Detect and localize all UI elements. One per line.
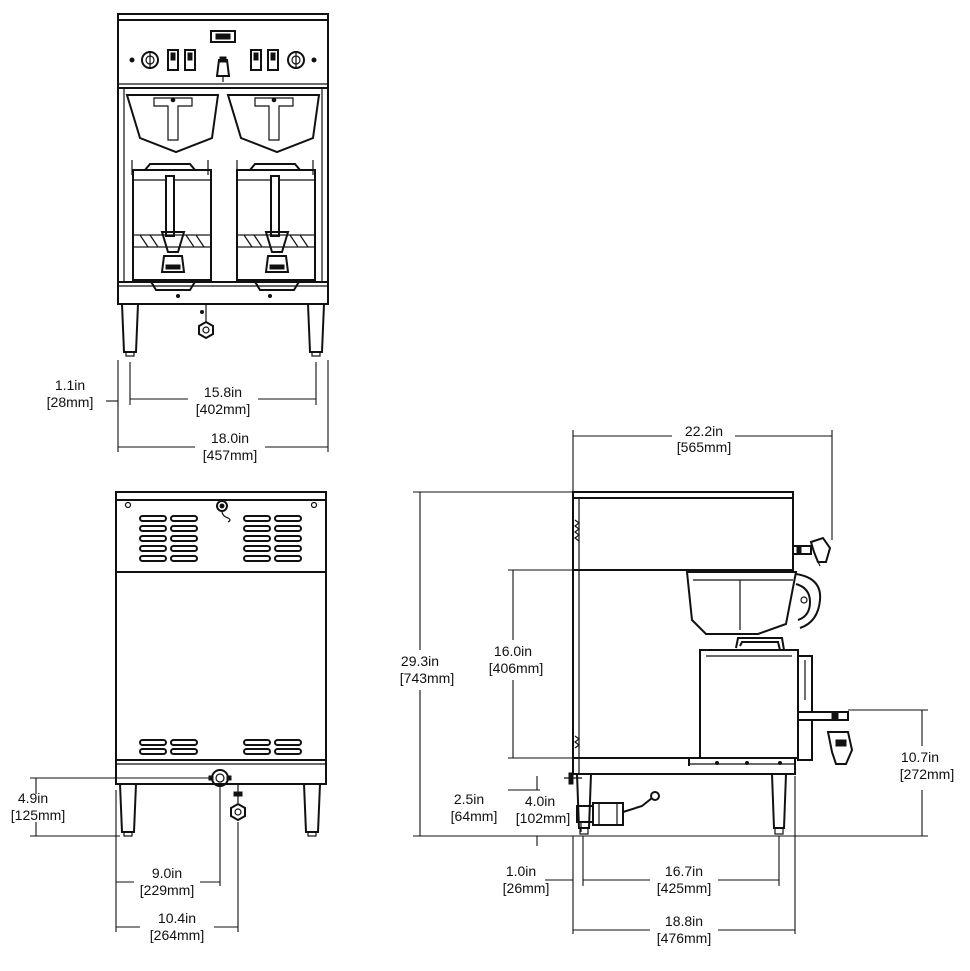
- side-drain-hose-icon: [576, 791, 660, 832]
- left-server: [131, 160, 212, 291]
- left-knob-icon: [129, 51, 159, 69]
- side-clearance-in: 16.0in: [494, 643, 532, 659]
- back-inlet-offset-mm: [229mm]: [140, 882, 194, 898]
- side-faucet-height-mm: [272mm]: [900, 766, 954, 782]
- side-rear-offset-in: 1.0in: [506, 863, 536, 879]
- side-height-mm: [743mm]: [400, 670, 454, 686]
- side-faucet-height-in: 10.7in: [901, 749, 939, 765]
- back-inlet-height-in: 4.9in: [18, 790, 48, 806]
- side-inlet-height-in: 4.0in: [525, 793, 555, 809]
- front-width-mm: [457mm]: [203, 447, 257, 463]
- side-upper-body: [572, 497, 794, 571]
- back-drain-offset-in: 10.4in: [158, 910, 196, 926]
- control-panel: [117, 19, 329, 89]
- upper-left-vents: [139, 515, 198, 562]
- front-leg-spacing-in: 15.8in: [204, 384, 242, 400]
- front-base: [117, 281, 329, 305]
- back-top-cap: [115, 491, 327, 501]
- side-rear-offset-mm: [26mm]: [503, 880, 550, 896]
- front-view: 1.1in [28mm] 15.8in [402mm] 18.0in [457m…: [47, 13, 329, 463]
- left-brew-funnel: [125, 94, 220, 154]
- back-right-leg: [302, 783, 322, 833]
- side-inlet-height-mm: [102mm]: [516, 810, 570, 826]
- power-cord-grommet-icon: [216, 500, 231, 523]
- side-base-height-mm: [64mm]: [451, 808, 498, 824]
- side-depth-mm: [565mm]: [677, 439, 731, 455]
- side-brew-funnel: [685, 571, 822, 635]
- side-server: [699, 637, 813, 761]
- side-base-depth-mm: [476mm]: [657, 930, 711, 946]
- lower-vents: [139, 739, 302, 755]
- back-inlet-offset-in: 9.0in: [152, 865, 182, 881]
- side-leg-spacing-mm: [425mm]: [657, 880, 711, 896]
- side-clearance-mm: [406mm]: [489, 660, 543, 676]
- side-base: [572, 757, 796, 775]
- back-left-leg: [118, 783, 138, 833]
- side-leg-spacing-in: 16.7in: [665, 863, 703, 879]
- back-drain-fitting-icon: [230, 784, 246, 822]
- back-view: 4.9in [125mm] 9.0in [229mm] 10.4in [264m…: [11, 491, 327, 943]
- right-switches-icon: [250, 49, 279, 71]
- side-server-faucet-icon: [797, 711, 854, 765]
- left-switches-icon: [167, 49, 196, 71]
- drain-fitting-icon: [198, 304, 214, 340]
- side-base-depth-in: 18.8in: [665, 913, 703, 929]
- front-left-leg: [120, 303, 140, 353]
- front-leg-spacing-mm: [402mm]: [196, 401, 250, 417]
- front-foot-offset-in: 1.1in: [55, 377, 85, 393]
- upper-right-vents: [243, 515, 302, 562]
- back-inlet-height-mm: [125mm]: [11, 807, 65, 823]
- side-height-in: 29.3in: [401, 653, 439, 669]
- side-front-leg: [770, 773, 788, 829]
- front-width-in: 18.0in: [211, 430, 249, 446]
- front-foot-offset-mm: [28mm]: [47, 394, 94, 410]
- right-brew-funnel: [226, 94, 321, 154]
- right-knob-icon: [287, 51, 317, 69]
- front-right-leg: [306, 303, 326, 353]
- side-rear-leg: [575, 773, 593, 829]
- side-faucet-top-icon: [792, 536, 832, 567]
- hot-water-faucet-icon: [215, 56, 231, 82]
- side-base-height-in: 2.5in: [454, 791, 484, 807]
- side-view: 22.2in [565mm] 29.3in [743mm] 16.0in [40…: [400, 423, 954, 946]
- panel-indicator-icon: [210, 30, 236, 43]
- right-server: [236, 160, 316, 291]
- side-inlet-fitting-icon: [564, 772, 582, 785]
- side-depth-in: 22.2in: [685, 423, 723, 439]
- back-lower-panel: [115, 571, 327, 761]
- back-drain-offset-mm: [264mm]: [150, 927, 204, 943]
- back-base: [115, 759, 327, 785]
